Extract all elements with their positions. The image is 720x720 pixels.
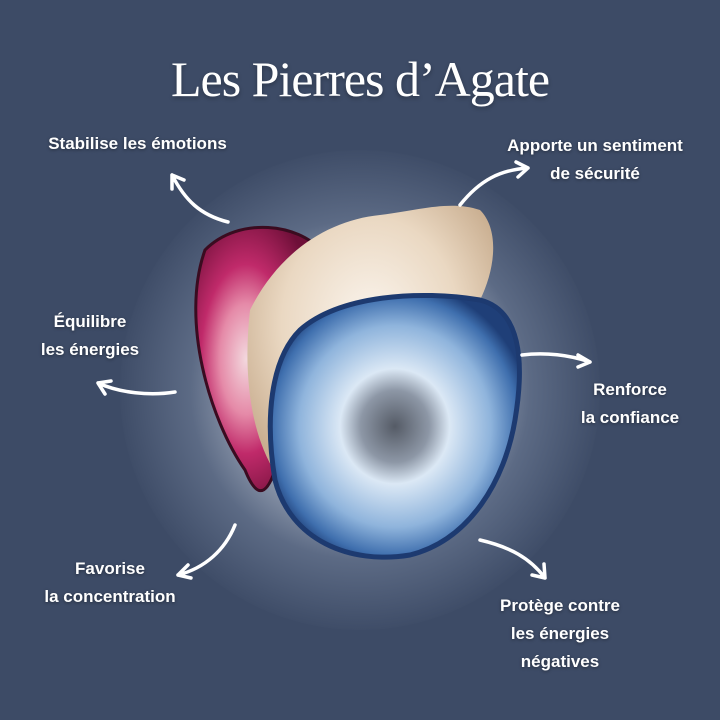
benefit-text: Apporte un sentiment: [507, 136, 683, 155]
benefit-confiance: Renforce la confiance: [560, 376, 700, 432]
benefit-text: les énergies: [40, 340, 140, 359]
benefit-text: Protège contre: [500, 596, 620, 615]
benefit-text: de sécurité: [550, 164, 640, 183]
benefit-protege: Protège contre les énergies négatives: [470, 592, 650, 676]
page-title: Les Pierres d’Agate: [170, 51, 550, 107]
arrow-protege: [478, 538, 547, 580]
benefit-text: la confiance: [580, 408, 680, 427]
arrow-securite: [458, 160, 530, 207]
benefit-securite: Apporte un sentiment de sécurité: [475, 132, 715, 188]
arrow-concentration: [176, 523, 237, 580]
arrow-confiance: [520, 352, 592, 369]
benefit-text: Équilibre: [53, 312, 127, 331]
benefit-text: Stabilise les émotions: [48, 134, 227, 153]
benefit-equilibre: Équilibre les énergies: [20, 308, 160, 364]
benefit-text: les énergies: [510, 624, 610, 643]
benefit-text: la concentration: [44, 587, 176, 606]
benefit-concentration: Favorise la concentration: [20, 555, 200, 611]
benefit-text: négatives: [520, 652, 600, 671]
blue-agate: [267, 292, 522, 560]
arrow-stabilise: [170, 173, 230, 224]
benefit-text: Renforce: [593, 380, 667, 399]
benefit-stabilise: Stabilise les émotions: [20, 130, 255, 158]
arrow-equilibre: [96, 379, 177, 396]
benefit-text: Favorise: [75, 559, 145, 578]
